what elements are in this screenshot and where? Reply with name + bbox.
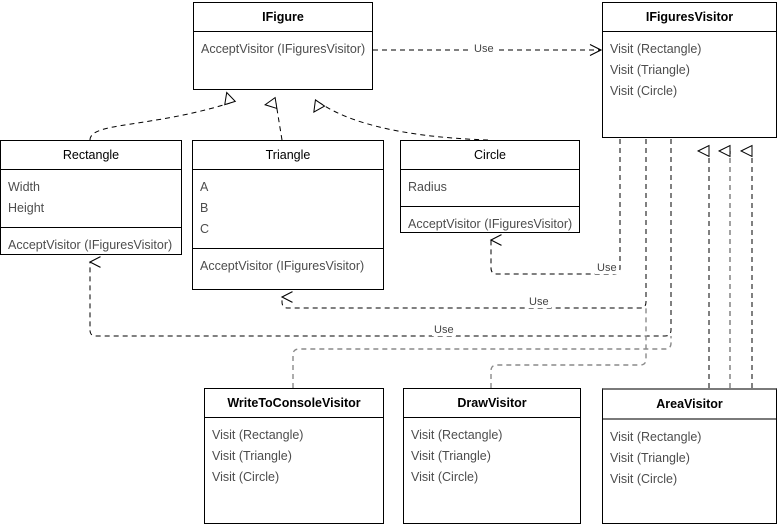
realization-triangle-to-ifigure <box>276 103 283 141</box>
class-box-rectangle[interactable]: Rectangle Width Height AcceptVisitor (IF… <box>0 140 182 255</box>
realization-rectangle-to-ifigure <box>89 103 230 141</box>
class-operations-areavisitor: Visit (Rectangle) Visit (Triangle) Visit… <box>603 420 776 523</box>
class-operations-circle: AcceptVisitor (IFiguresVisitor) <box>401 207 579 243</box>
class-title-writetoconsolevisitor: WriteToConsoleVisitor <box>205 389 383 418</box>
operation-row: Visit (Triangle) <box>610 63 690 77</box>
class-title-ifigure: IFigure <box>194 3 372 32</box>
attribute-row: Height <box>8 201 45 215</box>
class-box-writetoconsolevisitor[interactable]: WriteToConsoleVisitor Visit (Rectangle) … <box>204 388 384 524</box>
relation-label-use-triangle-draw: Use <box>527 296 551 308</box>
class-box-circle[interactable]: Circle Radius AcceptVisitor (IFiguresVis… <box>400 140 580 233</box>
realization-circle-to-ifigure <box>320 103 489 141</box>
class-title-triangle: Triangle <box>193 141 383 170</box>
class-box-drawvisitor[interactable]: DrawVisitor Visit (Rectangle) Visit (Tri… <box>403 388 581 524</box>
class-operations-rectangle: AcceptVisitor (IFiguresVisitor) <box>1 228 181 264</box>
attribute-row: Radius <box>408 180 447 194</box>
class-attributes-rectangle: Width Height <box>1 170 181 228</box>
operation-row: AcceptVisitor (IFiguresVisitor) <box>408 217 573 231</box>
class-box-ifiguresvisitor[interactable]: IFiguresVisitor Visit (Rectangle) Visit … <box>602 2 777 138</box>
class-attributes-circle: Radius <box>401 170 579 207</box>
class-operations-writetoconsolevisitor: Visit (Rectangle) Visit (Triangle) Visit… <box>205 418 383 523</box>
connector-writetoconsolevisitor-stub <box>292 336 672 388</box>
operation-row: Visit (Circle) <box>411 470 479 484</box>
connector-drawvisitor-stub <box>490 308 647 388</box>
class-box-ifigure[interactable]: IFigure AcceptVisitor (IFiguresVisitor) <box>193 2 373 90</box>
operation-row: Visit (Triangle) <box>411 449 491 463</box>
class-operations-drawvisitor: Visit (Rectangle) Visit (Triangle) Visit… <box>404 418 580 523</box>
relation-label-use-circle-area: Use <box>595 262 619 274</box>
operation-row: Visit (Rectangle) <box>610 42 702 56</box>
attribute-row: B <box>200 201 209 215</box>
operation-row: Visit (Rectangle) <box>212 428 304 442</box>
operation-row: Visit (Circle) <box>610 84 678 98</box>
class-title-rectangle: Rectangle <box>1 141 181 170</box>
class-operations-ifigure: AcceptVisitor (IFiguresVisitor) <box>194 32 372 89</box>
class-title-areavisitor: AreaVisitor <box>603 390 776 420</box>
operation-row: Visit (Circle) <box>610 472 678 486</box>
operation-row: Visit (Rectangle) <box>411 428 503 442</box>
operation-row: Visit (Triangle) <box>610 451 690 465</box>
class-title-ifiguresvisitor: IFiguresVisitor <box>603 3 776 32</box>
class-box-triangle[interactable]: Triangle A B C AcceptVisitor (IFiguresVi… <box>192 140 384 290</box>
operation-row: Visit (Circle) <box>212 470 280 484</box>
operation-row: AcceptVisitor (IFiguresVisitor) <box>200 259 365 273</box>
class-operations-triangle: AcceptVisitor (IFiguresVisitor) <box>193 249 383 289</box>
class-title-circle: Circle <box>401 141 579 170</box>
operation-row: Visit (Triangle) <box>212 449 292 463</box>
class-operations-ifiguresvisitor: Visit (Rectangle) Visit (Triangle) Visit… <box>603 32 776 137</box>
class-box-areavisitor[interactable]: AreaVisitor Visit (Rectangle) Visit (Tri… <box>602 388 777 524</box>
attribute-row: C <box>200 222 210 236</box>
operation-row: AcceptVisitor (IFiguresVisitor) <box>8 238 173 252</box>
relation-label-use-rectangle-console: Use <box>432 324 456 336</box>
attribute-row: Width <box>8 180 40 194</box>
operation-row: AcceptVisitor (IFiguresVisitor) <box>201 42 366 56</box>
class-attributes-triangle: A B C <box>193 170 383 249</box>
operation-row: Visit (Rectangle) <box>610 430 702 444</box>
attribute-row: A <box>200 180 209 194</box>
relation-label-use-ifigure-visitor: Use <box>472 43 496 55</box>
class-title-drawvisitor: DrawVisitor <box>404 389 580 418</box>
